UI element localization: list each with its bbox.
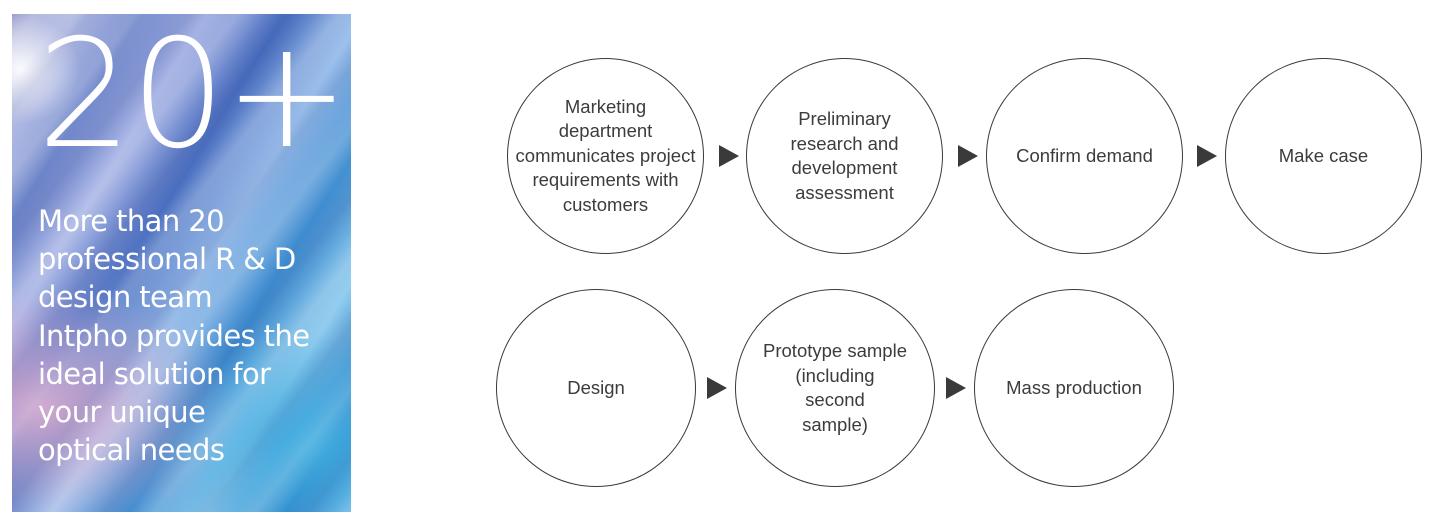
step-marketing-communication: Marketing department communicates projec… <box>507 58 704 254</box>
step-label: Preliminary research and development ass… <box>790 108 899 203</box>
team-banner-panel: 20+ More than 20 professional R & D desi… <box>12 14 351 512</box>
step-preliminary-assessment: Preliminary research and development ass… <box>746 58 943 254</box>
team-size-number: 20+ <box>37 14 350 182</box>
step-make-case: Make case <box>1225 58 1422 254</box>
flow-arrow-icon <box>1197 145 1217 167</box>
flow-arrow-icon <box>946 377 966 399</box>
step-confirm-demand: Confirm demand <box>986 58 1183 254</box>
step-label: Marketing department communicates projec… <box>515 95 696 215</box>
team-description: More than 20 professional R & D design t… <box>38 204 310 468</box>
step-label: Confirm demand <box>1016 144 1153 166</box>
step-mass-production: Mass production <box>974 289 1174 487</box>
step-label: Design <box>567 376 625 398</box>
flow-arrow-icon <box>958 145 978 167</box>
step-label: Make case <box>1278 144 1369 166</box>
step-design: Design <box>496 289 696 487</box>
flow-arrow-icon <box>707 377 727 399</box>
flow-arrow-icon <box>719 145 739 167</box>
step-prototype-sample: Prototype sample (including second sampl… <box>735 289 935 487</box>
step-label: Prototype sample (including second sampl… <box>763 340 907 435</box>
step-label: Mass production <box>1006 376 1142 398</box>
